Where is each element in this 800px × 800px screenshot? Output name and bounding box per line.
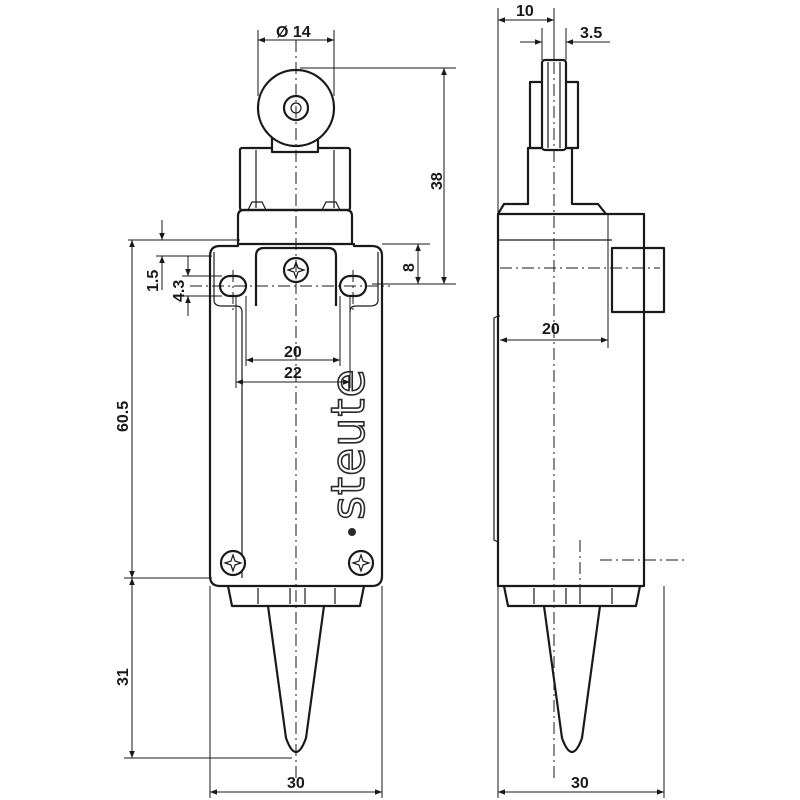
dim-overall-height: 38	[429, 172, 446, 190]
dim-hole-offset: 4.3	[171, 280, 188, 302]
svg-text:steute: steute	[321, 368, 375, 520]
dim-roller-diameter: Ø 14	[276, 24, 311, 41]
dim-body-height: 60.5	[115, 401, 132, 432]
dim-side-depth: 20	[542, 321, 560, 338]
dim-plunger-offset: 10	[516, 3, 534, 20]
dim-gland-length: 31	[115, 668, 132, 686]
dim-side-width: 30	[571, 775, 589, 792]
side-dimensions: 10 3.5 20 30	[497, 3, 665, 798]
side-connector-block	[610, 246, 666, 314]
screw-bottom-right	[347, 549, 375, 577]
front-view: steute	[190, 40, 390, 780]
dim-front-width: 30	[287, 775, 305, 792]
side-cable-gland	[502, 585, 642, 754]
screw-bottom-left	[219, 549, 247, 577]
side-housing	[496, 212, 646, 588]
dim-slot-offset: 8	[401, 263, 418, 272]
front-housing	[208, 242, 384, 588]
brand-logo: steute	[320, 367, 376, 536]
dim-hole-spacing-inner: 20	[284, 344, 302, 361]
side-view	[493, 40, 684, 780]
dim-hole-offset-small: 1.5	[145, 270, 162, 292]
front-cover-outline	[213, 252, 379, 578]
dim-hole-spacing-outer: 22	[284, 365, 302, 382]
side-actuator-head	[497, 58, 607, 215]
dim-roller-width: 3.5	[580, 25, 602, 42]
front-dimensions: Ø 14 38 8 1.5 4.3 20 22 60.5	[115, 24, 456, 798]
